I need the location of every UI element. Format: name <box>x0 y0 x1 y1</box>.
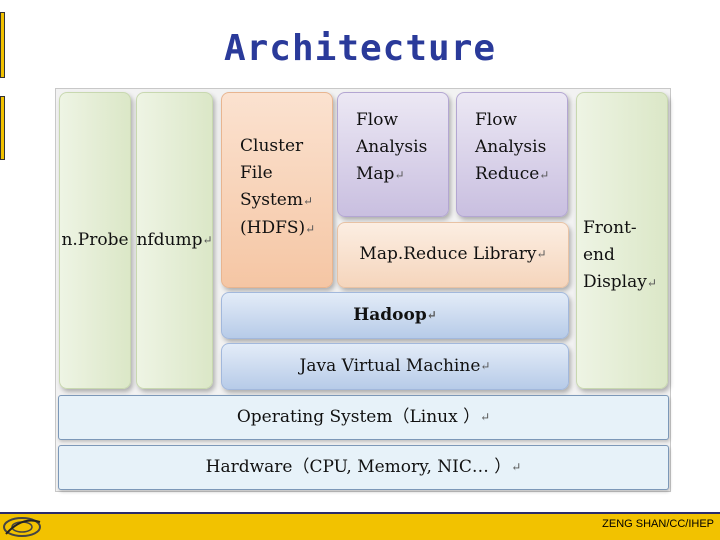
front-end-line-1: Front-end <box>583 218 637 266</box>
hadoop-box: Hadoop↵ <box>221 292 569 339</box>
jvm-box: Java Virtual Machine↵ <box>221 343 569 390</box>
cluster-fs-box: Cluster File System↵ (HDFS)↵ <box>221 92 333 288</box>
hardware-label: Hardware（CPU, Memory, NIC… ） <box>205 456 512 477</box>
page-title: Architecture <box>223 28 497 69</box>
flow-reduce-line-2: Analysis <box>475 137 547 158</box>
flow-map-line-1: Flow <box>356 110 399 130</box>
operating-system-label: Operating System（Linux ） <box>236 406 481 427</box>
return-mark: ↵ <box>202 232 213 247</box>
footer-bar <box>0 514 720 540</box>
flow-map-line-2: Analysis <box>356 137 428 158</box>
return-mark: ↵ <box>305 221 316 236</box>
architecture-diagram: n.Probe nfdump↵ Cluster File System↵ (HD… <box>55 88 671 492</box>
accent-bar-bottom <box>0 96 5 160</box>
nprobe-box: n.Probe <box>59 92 131 389</box>
flow-analysis-map-box: Flow Analysis Map↵ <box>337 92 449 217</box>
return-mark: ↵ <box>539 168 550 183</box>
mapreduce-library-box: Map.Reduce Library↵ <box>337 222 569 288</box>
return-mark: ↵ <box>480 409 491 424</box>
flow-reduce-line-3: Reduce <box>475 164 540 185</box>
return-mark: ↵ <box>394 168 405 183</box>
return-mark: ↵ <box>536 247 547 262</box>
front-end-display-box: Front-end Display↵ <box>576 92 668 389</box>
flow-map-line-3: Map <box>356 164 395 185</box>
hadoop-label: Hadoop <box>353 304 427 325</box>
accent-bar-top <box>0 12 5 78</box>
hardware-box: Hardware（CPU, Memory, NIC… ）↵ <box>58 445 669 490</box>
cluster-fs-line-2: File <box>240 163 273 184</box>
footer-divider <box>0 512 720 514</box>
operating-system-box: Operating System（Linux ）↵ <box>58 395 669 440</box>
front-end-line-2: Display <box>583 272 647 293</box>
flow-analysis-reduce-box: Flow Analysis Reduce↵ <box>456 92 568 217</box>
flow-reduce-line-1: Flow <box>475 110 518 130</box>
institute-logo-icon <box>3 517 41 537</box>
cluster-fs-line-3: System <box>240 190 303 211</box>
footer-credit: ZENG SHAN/CC/IHEP <box>602 518 714 530</box>
nfdump-box: nfdump↵ <box>136 92 213 389</box>
jvm-label: Java Virtual Machine <box>299 355 481 376</box>
nfdump-label: nfdump <box>136 229 203 250</box>
return-mark: ↵ <box>303 194 314 209</box>
return-mark: ↵ <box>426 307 437 322</box>
mapreduce-library-label: Map.Reduce Library <box>359 244 537 265</box>
return-mark: ↵ <box>511 459 522 474</box>
return-mark: ↵ <box>646 276 657 291</box>
return-mark: ↵ <box>480 358 491 373</box>
cluster-fs-line-1: Cluster <box>240 136 304 156</box>
cluster-fs-line-4: (HDFS) <box>240 217 306 238</box>
nprobe-label: n.Probe <box>61 229 129 250</box>
